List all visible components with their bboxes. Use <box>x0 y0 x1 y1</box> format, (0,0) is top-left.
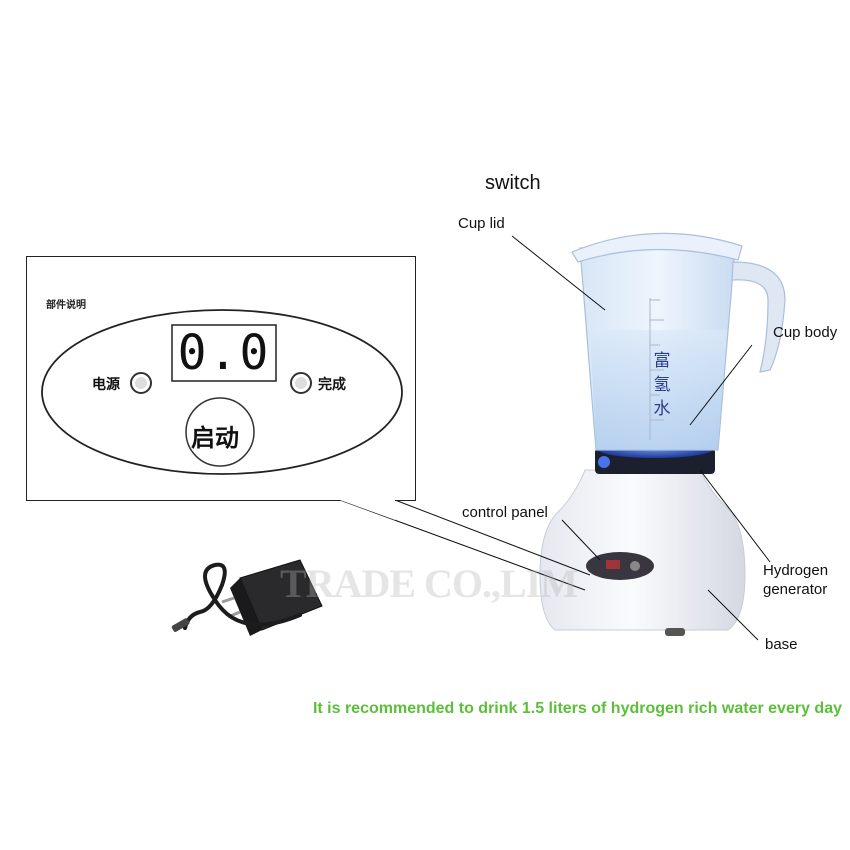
label-cup-lid: Cup lid <box>458 215 505 232</box>
cup-handle <box>731 261 786 373</box>
panel-caption: 部件说明 <box>46 300 86 311</box>
power-adapter <box>171 559 323 636</box>
label-hydrogen-generator: Hydrogen generator <box>763 562 829 598</box>
leader-cup-body <box>689 344 753 426</box>
label-base: base <box>765 636 798 653</box>
base-foot <box>665 628 685 636</box>
cup-body <box>579 247 786 451</box>
done-label: 完成 <box>318 377 346 393</box>
cup-text-1: 富 <box>654 351 671 371</box>
cup-text-3: 水 <box>654 399 671 419</box>
label-switch: switch <box>485 172 541 194</box>
leader-control-panel <box>561 519 601 561</box>
label-cup-body: Cup body <box>773 324 838 341</box>
recommendation-text: It is recommended to drink 1.5 liters of… <box>312 700 842 717</box>
start-label: 启动 <box>191 424 239 452</box>
callout-line-2 <box>394 499 591 576</box>
leader-hydrogen-generator <box>699 469 771 563</box>
label-control-panel: control panel <box>462 504 548 521</box>
power-label: 电源 <box>92 377 120 393</box>
panel-display-value: 0.0 <box>177 325 271 381</box>
cup-text-2: 氢 <box>654 375 671 395</box>
leader-cup-lid <box>511 235 606 311</box>
leader-base <box>707 589 759 641</box>
device-base <box>539 469 746 636</box>
watermark: TRADE CO.,LIM <box>280 561 578 606</box>
cup-lid <box>571 232 743 263</box>
